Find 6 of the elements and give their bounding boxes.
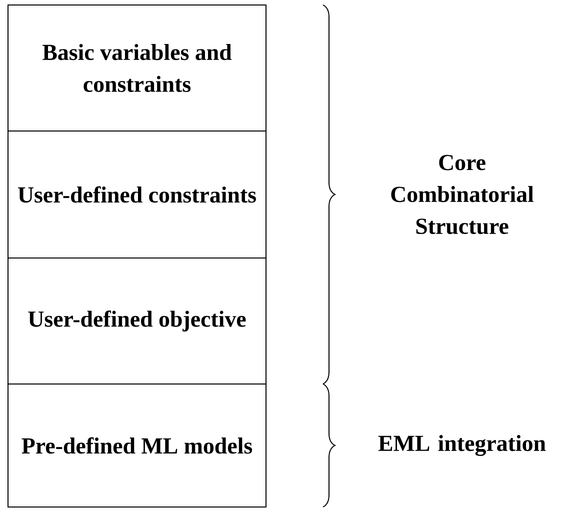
layer-box: User-defined constraints bbox=[8, 130, 266, 258]
layer-box: Pre-defined ML models bbox=[8, 383, 266, 508]
layer-box: User-defined objective bbox=[8, 257, 266, 384]
group-label: Core Combinatorial Structure bbox=[391, 154, 534, 234]
group-label: EML integration bbox=[378, 435, 546, 456]
layer-box: Basic variables and constraints bbox=[8, 4, 266, 132]
